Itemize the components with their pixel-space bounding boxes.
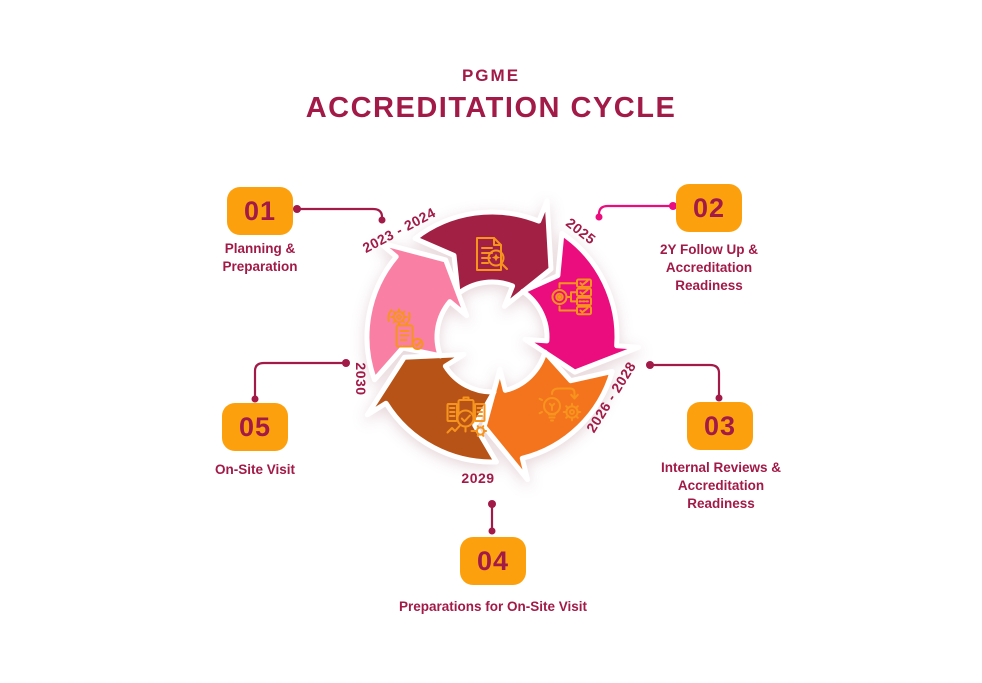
title-eyebrow: PGME [461, 66, 521, 85]
connector-step-2 [595, 202, 677, 221]
step-label-03: Internal Reviews & Accreditation Readine… [660, 460, 782, 512]
workflow-approval-icon [387, 308, 424, 350]
connector-step-3 [646, 361, 723, 402]
idea-process-icon [538, 387, 582, 422]
step-label-02: 2Y Follow Up & Accreditation Readiness [659, 242, 758, 294]
document-search-icon [476, 237, 508, 271]
step-badge-05: 05 [222, 403, 288, 451]
step-badge-01: 01 [227, 187, 293, 235]
connector-step-1 [293, 205, 386, 224]
year-label-step-4: 2029 [461, 470, 495, 486]
checklist-review-icon [551, 278, 592, 316]
document-audit-icon [446, 396, 488, 437]
year-label-step-5: 2030 [353, 362, 369, 396]
step-badge-03: 03 [687, 402, 753, 450]
connector-step-4 [488, 500, 496, 535]
step-label-05: On-Site Visit [214, 462, 296, 477]
connector-step-5 [251, 359, 350, 403]
step-label-01: Planning & Preparation [222, 241, 298, 275]
step-badge-04: 04 [460, 537, 526, 585]
step-label-04: Preparations for On-Site Visit [398, 599, 588, 614]
page-title: ACCREDITATION CYCLE [305, 92, 677, 124]
step-badge-02: 02 [676, 184, 742, 232]
cycle-diagram [332, 177, 652, 497]
